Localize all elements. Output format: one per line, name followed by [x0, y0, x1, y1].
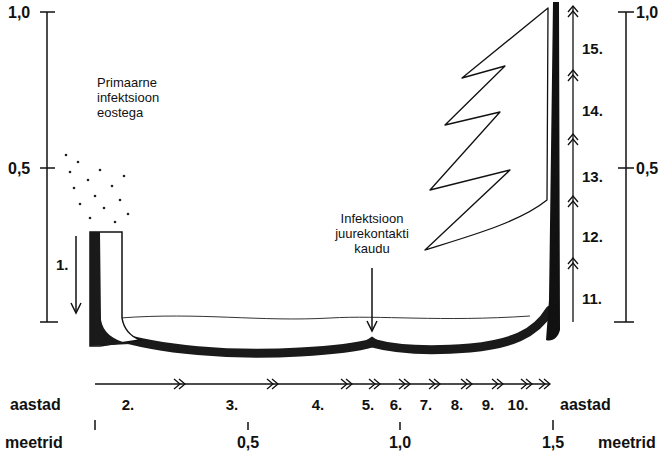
chevron [568, 11, 578, 17]
axis-value: 1,5 [542, 434, 564, 452]
axis-title: meetrid [598, 434, 656, 452]
year-number: 12. [582, 228, 603, 245]
chevron [568, 75, 578, 81]
axis-value: 1,0 [389, 434, 411, 452]
axis-value: 0,5 [636, 160, 658, 178]
callout-text: Infektsioon juurekontakti kaudu [316, 212, 428, 257]
year-number: 11. [582, 290, 602, 307]
year-number: 13. [582, 168, 603, 185]
chevron [341, 379, 347, 389]
year-number: 5. [362, 396, 375, 413]
chevron [369, 379, 375, 389]
height-year-arrows [568, 6, 578, 322]
year-number: 2. [122, 396, 135, 413]
year-arrows [95, 379, 550, 389]
year-number: 6. [390, 396, 403, 413]
spruce-crown [425, 8, 548, 250]
year-number: 9. [482, 396, 495, 413]
year-number: 3. [226, 396, 239, 413]
axis-title: meetrid [5, 434, 63, 452]
axis-value: 0,5 [8, 160, 30, 178]
stump-rot [90, 232, 130, 346]
callout-text: Primaarne infektsioon eostega [97, 76, 189, 121]
axis-value: 1,0 [636, 4, 658, 22]
axis-value: 1,0 [8, 4, 30, 22]
axis-value: 0,5 [237, 434, 259, 452]
ground-line [120, 316, 530, 319]
infection-arrows [71, 236, 377, 331]
chevron [429, 379, 435, 389]
year-number: 10. [508, 396, 529, 413]
chevron [174, 379, 180, 389]
year-number: 8. [451, 396, 464, 413]
chevron [461, 379, 467, 389]
year-number: 14. [582, 102, 603, 119]
chevron [568, 201, 578, 207]
chevron [399, 379, 405, 389]
axis-title: aastad [560, 396, 611, 414]
chevron [539, 379, 545, 389]
chevron [568, 139, 578, 145]
axis-title: aastad [10, 396, 61, 414]
spores [65, 154, 130, 224]
year-number: 7. [420, 396, 433, 413]
root [112, 310, 550, 353]
year-number: 4. [312, 396, 325, 413]
tree-trunk [546, 2, 560, 341]
chevron [521, 379, 527, 389]
chevron [492, 379, 498, 389]
chevron [568, 263, 578, 269]
year-number: 1. [56, 256, 69, 273]
meter-ticks [95, 420, 553, 430]
chevron [267, 379, 273, 389]
year-number: 15. [582, 40, 603, 57]
stump [90, 232, 140, 346]
root-contact [360, 339, 384, 347]
